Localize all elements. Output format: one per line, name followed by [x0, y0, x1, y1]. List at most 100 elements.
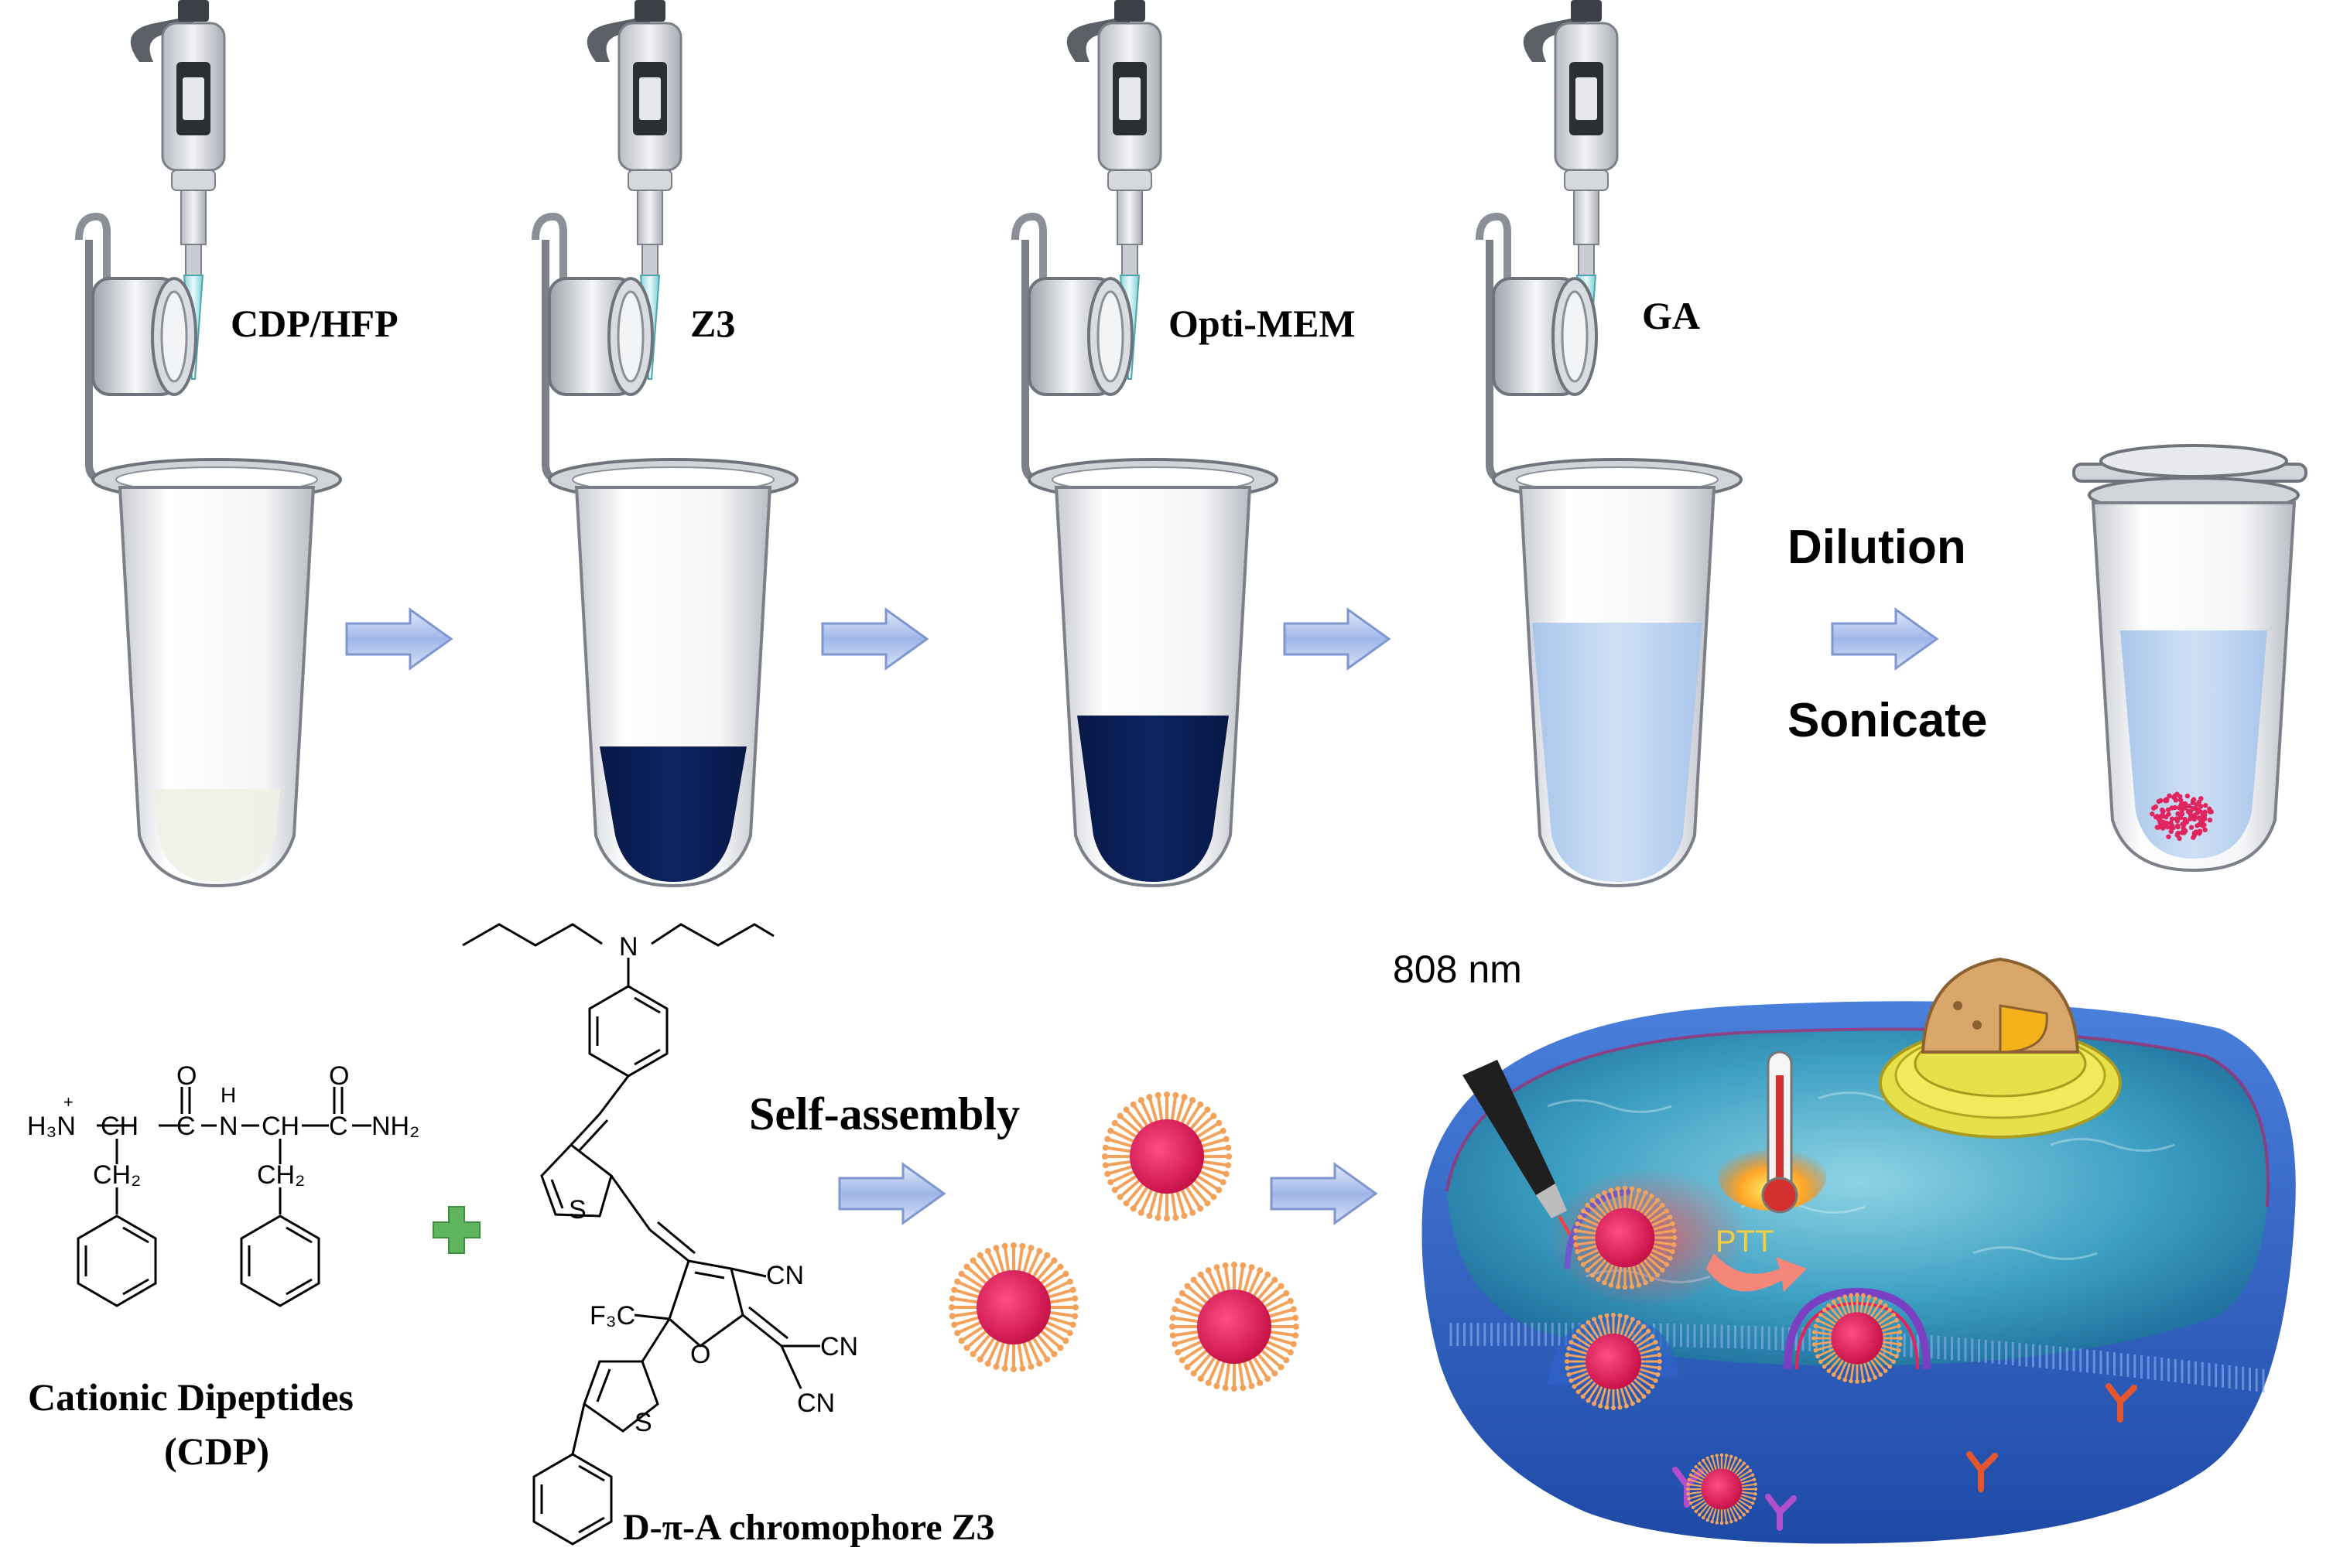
- nanoparticle-spike: [1042, 1279, 1072, 1296]
- nanoparticle-spike-tip: [1066, 1278, 1073, 1285]
- nanoparticle-spike-tip: [1577, 1214, 1582, 1220]
- nanoparticle-spike: [1645, 1250, 1668, 1266]
- nanoparticle-dot: [2175, 816, 2181, 822]
- nanoparticle-spike: [1619, 1383, 1628, 1408]
- nanoparticle-spike-tip: [1572, 1384, 1577, 1389]
- nanoparticle-spike-tip: [1842, 1294, 1848, 1300]
- nanoparticle-spike-tip: [1580, 1394, 1586, 1399]
- nanoparticle-spike-tip: [1719, 1521, 1724, 1525]
- nanoparticle-dot: [2198, 821, 2203, 826]
- nanoparticle-spike-tip: [1589, 1197, 1596, 1203]
- nanoparticle-spike-tip: [1189, 1209, 1196, 1216]
- nanoparticle-spike-tip: [1225, 1162, 1232, 1169]
- nanoparticle-spike: [978, 1333, 998, 1361]
- nanoparticle-spike-tip: [1636, 1283, 1642, 1288]
- cn3-label: CN: [797, 1389, 835, 1418]
- nanoparticle-spike: [1730, 1503, 1741, 1519]
- nanoparticle-spike: [1616, 1262, 1623, 1288]
- nanoparticle-spike: [1738, 1493, 1756, 1500]
- nanoparticle-spike-tip: [1660, 1202, 1665, 1208]
- nanoparticle-spike: [1192, 1349, 1215, 1375]
- nanoparticle-core: [1586, 1334, 1641, 1389]
- nanoparticle-spike-tip: [1019, 1242, 1026, 1249]
- nanoparticle-spike: [1823, 1308, 1842, 1325]
- nanoparticle-spike: [1628, 1378, 1645, 1398]
- nanoparticle-spike-tip: [984, 1360, 991, 1367]
- nanoparticle-spike-tip: [1686, 1492, 1690, 1496]
- nanoparticle-spike: [1180, 1291, 1209, 1311]
- nanoparticle-spike-tip: [1287, 1297, 1294, 1304]
- nanoparticle-spike: [1868, 1356, 1882, 1376]
- labels: CDP/HFP Z3 Opti-MEM GA Dilution Sonicate…: [28, 294, 1987, 1548]
- nanoparticle-spike-tip: [1231, 1262, 1237, 1268]
- nanoparticle-spike-tip: [1011, 1366, 1017, 1372]
- nanoparticle-spike: [1250, 1352, 1270, 1381]
- nanoparticle-spike: [1596, 1194, 1613, 1218]
- nanoparticle-spike: [1148, 1095, 1160, 1127]
- nanoparticle-dot: [2160, 808, 2165, 814]
- nanoparticle-spike: [1643, 1253, 1664, 1272]
- nanoparticle-spike-tip: [1155, 1214, 1161, 1221]
- nanoparticle-spike: [1156, 1187, 1165, 1220]
- nanoparticle-spike: [1870, 1354, 1887, 1372]
- nanoparticle: [1169, 1262, 1299, 1392]
- nanoparticle-spike: [1843, 1358, 1852, 1382]
- nanoparticle-dot: [2196, 799, 2202, 805]
- nanoparticle-spike-tip: [1671, 1235, 1678, 1241]
- nanoparticle-spike-tip: [1653, 1378, 1658, 1383]
- nanoparticle-spike-tip: [1813, 1324, 1818, 1329]
- nanoparticle-spike: [1702, 1459, 1713, 1475]
- nanoparticle-spike-tip: [1742, 1461, 1746, 1465]
- nanoparticle-spike: [1876, 1346, 1898, 1358]
- nanoparticle-spike: [1241, 1356, 1254, 1388]
- nanoparticle-spike: [1865, 1358, 1876, 1379]
- nanoparticle-spike-tip: [1596, 1276, 1601, 1283]
- nanoparticle-spike: [1698, 1501, 1711, 1516]
- nanoparticle-spike: [1599, 1383, 1608, 1408]
- nanoparticle-spike-tip: [1146, 1094, 1153, 1101]
- nanoparticle-spike: [1254, 1349, 1277, 1375]
- nanoparticle-spike-tip: [1598, 1403, 1603, 1409]
- nanoparticle-spike-tip: [1072, 1313, 1079, 1320]
- nanoparticle-spike: [1264, 1329, 1298, 1337]
- nanoparticle-spike: [1873, 1351, 1891, 1368]
- c1-label: C: [176, 1112, 196, 1141]
- nanoparticle-spike: [1044, 1296, 1077, 1305]
- nanoparticle-spike: [1738, 1483, 1757, 1488]
- nanoparticle-spike-tip: [970, 1257, 977, 1264]
- nanoparticle-spike-tip: [1815, 1317, 1820, 1323]
- nanoparticle-spike-tip: [1205, 1379, 1212, 1386]
- sonicate-label: Sonicate: [1787, 694, 1987, 747]
- nanoparticle-spike-tip: [1225, 1144, 1232, 1151]
- nanoparticle-spike-tip: [1691, 1505, 1695, 1509]
- nanoparticle-dot: [2198, 804, 2204, 809]
- h-amide-label: H: [221, 1083, 236, 1107]
- nanoparticle-spike-tip: [1028, 1245, 1035, 1252]
- nanoparticle-spike-tip: [1687, 1477, 1691, 1481]
- dark-solution: [600, 746, 747, 882]
- nanoparticle-spike: [986, 1249, 1002, 1279]
- nanoparticle-spike-tip: [1702, 1515, 1705, 1520]
- nanoparticle-spike: [1582, 1378, 1599, 1398]
- nanoparticle-spike-tip: [1190, 1276, 1197, 1283]
- nanoparticle-spike: [1622, 1382, 1634, 1406]
- nanoparticle-spike: [1634, 1259, 1647, 1284]
- nanoparticle-spike: [1192, 1172, 1221, 1192]
- nanoparticle-dot: [2181, 820, 2188, 825]
- nanoparticle-spike-tip: [1617, 1405, 1623, 1410]
- o-ring-label: O: [690, 1340, 710, 1369]
- reagent-label-3: Opti-MEM: [1168, 302, 1356, 345]
- nanoparticle-spike: [1254, 1278, 1277, 1304]
- nanoparticle-spike-tip: [1866, 1294, 1872, 1300]
- nanoparticle-spike: [1579, 1215, 1603, 1228]
- nanoparticle-spike-tip: [1608, 1187, 1614, 1193]
- nanoparticle-spike-tip: [1137, 1209, 1144, 1216]
- nanoparticle-spike-tip: [1155, 1091, 1161, 1098]
- nanoparticle-spike-tip: [1172, 1341, 1178, 1348]
- ch2b-label: CH₂: [257, 1160, 305, 1190]
- arrow-step-4: [1831, 608, 1938, 670]
- nanoparticle-spike: [1124, 1179, 1148, 1205]
- nanoparticle-spike-tip: [1102, 1144, 1109, 1151]
- nanoparticle-spike-tip: [1102, 1162, 1109, 1169]
- nanoparticle-spike-tip: [1861, 1378, 1866, 1384]
